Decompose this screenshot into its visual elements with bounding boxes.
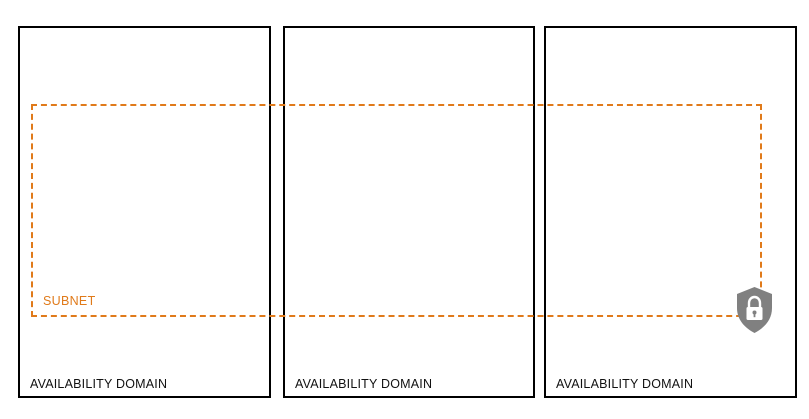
availability-domain-label: AVAILABILITY DOMAIN: [30, 377, 168, 391]
subnet-label: SUBNET: [43, 294, 96, 308]
subnet-region: SUBNET: [31, 104, 762, 317]
availability-domain-1: AVAILABILITY DOMAIN: [18, 26, 271, 398]
security-lock-shield-icon: [736, 286, 773, 334]
availability-domain-3: AVAILABILITY DOMAIN: [544, 26, 797, 398]
availability-domain-label: AVAILABILITY DOMAIN: [556, 377, 694, 391]
availability-domain-label: AVAILABILITY DOMAIN: [295, 377, 433, 391]
availability-domain-2: AVAILABILITY DOMAIN: [283, 26, 535, 398]
